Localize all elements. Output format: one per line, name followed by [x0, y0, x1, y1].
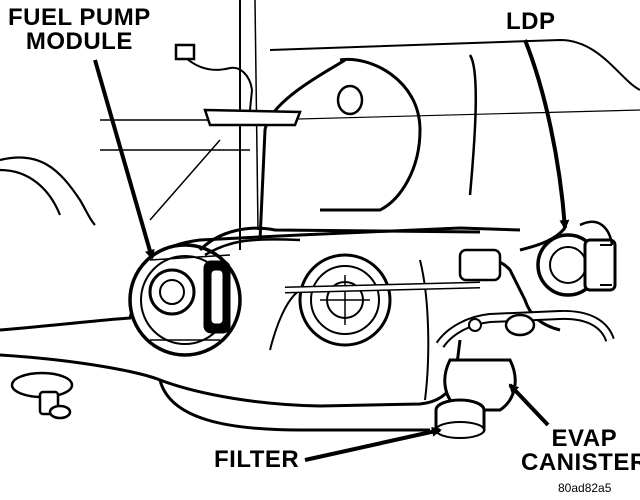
ldp-arrow: [523, 39, 570, 230]
evap-canister-label-line1: EVAP: [551, 425, 618, 452]
wiring-harness: [174, 43, 364, 127]
filter-label: FILTER: [214, 446, 300, 473]
leak-detection-pump: [536, 220, 617, 297]
fuel-pump-module: [128, 243, 242, 357]
evap-filter: [434, 398, 486, 439]
filter-arrow: [304, 426, 442, 462]
evap-canister-label: EVAP CANISTER: [521, 427, 640, 475]
mounting-bracket: [10, 371, 74, 420]
fuel-pump-module-label-line1: FUEL PUMP: [8, 4, 151, 31]
figure-code: 80ad82a5: [558, 481, 612, 495]
callout-arrows: [93, 39, 570, 462]
fuel-pump-module-label-line2: MODULE: [25, 28, 133, 55]
fuel-tank-outline: [0, 226, 521, 432]
fuel-pump-module-arrow: [93, 59, 155, 260]
evap-canister-arrow: [508, 383, 550, 427]
fuel-lines: [198, 57, 567, 332]
tank-sender-plate: [298, 253, 392, 347]
evap-canister-assembly: [435, 248, 615, 412]
evap-canister-label-line2: CANISTER: [521, 449, 640, 476]
ldp-label: LDP: [506, 8, 556, 35]
fuel-pump-module-label: FUEL PUMP MODULE: [8, 6, 151, 54]
